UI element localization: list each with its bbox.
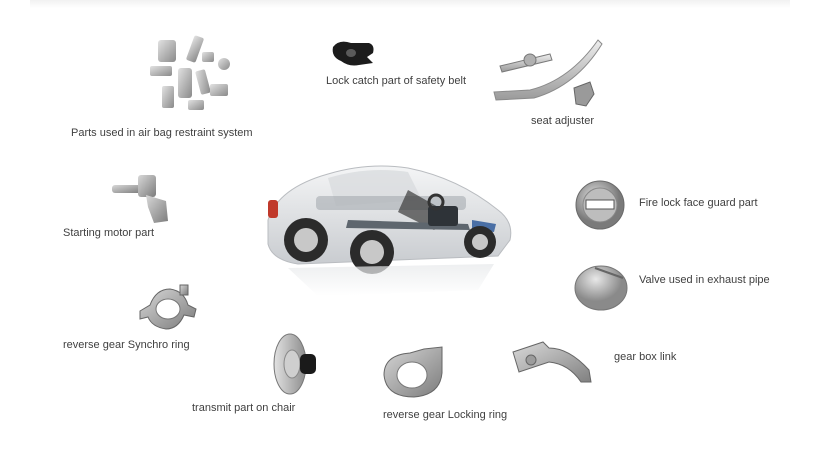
starting-motor-label: Starting motor part — [63, 227, 155, 239]
airbag-label: Parts used in air bag restraint system — [71, 127, 253, 139]
transmit-label: transmit part on chair — [192, 402, 296, 414]
fire-lock-label: Fire lock face guard part — [639, 197, 758, 209]
starting-motor-part-icon — [110, 171, 172, 225]
transmit-part-icon — [270, 332, 320, 398]
gear-box-link-label: gear box link — [614, 351, 677, 363]
synchro-ring-label: reverse gear Synchro ring — [63, 339, 190, 351]
top-band — [30, 0, 790, 8]
lock-catch-icon — [329, 37, 377, 69]
airbag-parts-icon — [140, 34, 240, 118]
synchro-ring-icon — [138, 283, 198, 335]
gear-box-link-icon — [509, 338, 595, 386]
lock-catch-label: Lock catch part of safety belt — [326, 75, 467, 87]
seat-adjuster-icon — [490, 36, 610, 112]
valve-label: Valve used in exhaust pipe — [639, 274, 770, 286]
seat-adjuster-label: seat adjuster — [531, 115, 594, 127]
car-cutaway-icon — [258, 160, 520, 298]
locking-ring-label: reverse gear Locking ring — [383, 409, 508, 421]
exhaust-valve-icon — [573, 260, 631, 312]
fire-lock-guard-icon — [572, 179, 632, 231]
locking-ring-icon — [380, 345, 446, 401]
